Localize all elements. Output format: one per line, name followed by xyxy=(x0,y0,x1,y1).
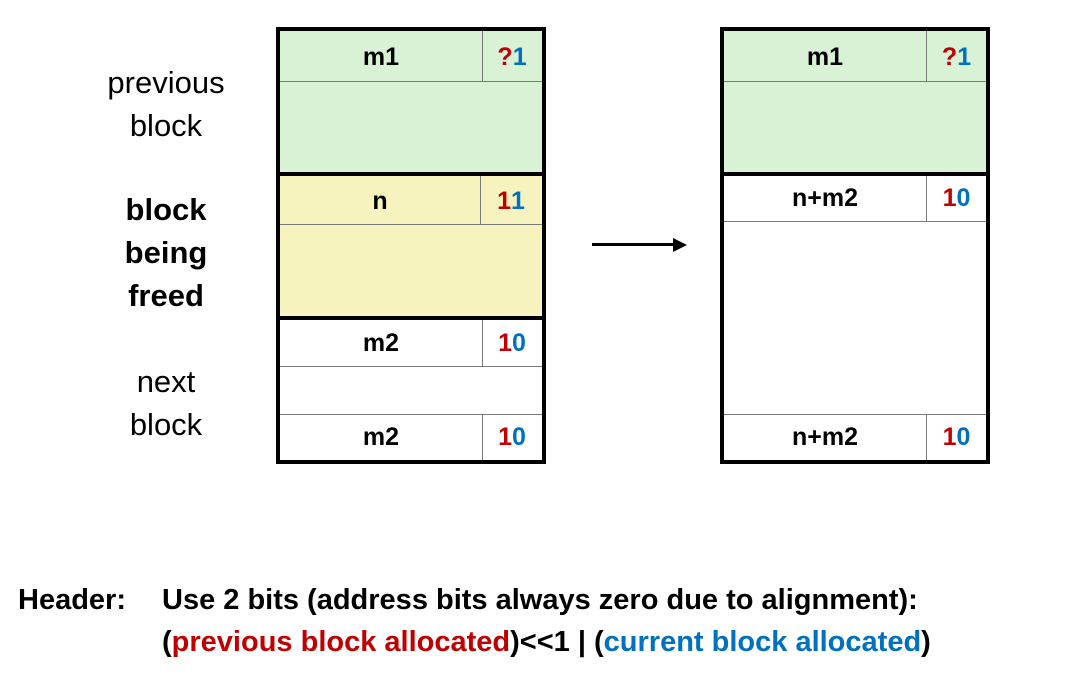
block-being-freed-label-line3: freed xyxy=(128,278,204,313)
prev-freed-separator xyxy=(276,172,546,176)
arrow-head-icon xyxy=(673,238,687,252)
next-header-line xyxy=(278,366,542,367)
curr-alloc-bit: 1 xyxy=(511,186,525,215)
block-being-freed-label-line2: being xyxy=(124,235,208,270)
block-being-freed-label: block being freed xyxy=(66,188,266,317)
next-block-header-size: m2 xyxy=(362,328,400,357)
curr-alloc-bit: 0 xyxy=(956,184,971,212)
curr-alloc-bit: 0 xyxy=(512,328,526,357)
paren-open: ( xyxy=(162,626,172,658)
previous-block-before xyxy=(278,30,542,172)
current-block-allocated-text: current block allocated xyxy=(603,626,922,658)
heap-before-border xyxy=(276,27,546,464)
shift-or-operator: )<<1 | ( xyxy=(510,626,604,658)
next-block-label: next block xyxy=(66,360,266,446)
block-being-freed-label-line1: block xyxy=(125,192,207,227)
merged-header-line xyxy=(724,221,986,222)
merged-footer-divider xyxy=(926,414,927,460)
prev-block-header-bits: ?1 xyxy=(483,33,541,81)
freed-block-header-size: n xyxy=(372,186,388,215)
arrow-shaft xyxy=(592,243,674,246)
prev-header-line xyxy=(278,81,542,82)
previous-block-label-line1: previous xyxy=(107,65,225,100)
previous-block-allocated-text: previous block allocated xyxy=(171,626,511,658)
prev-header-divider-after xyxy=(926,30,927,81)
prev-alloc-bit: ? xyxy=(941,42,958,71)
merged-block-footer-size: n+m2 xyxy=(791,423,858,451)
header-explanation-line1: Use 2 bits (address bits always zero due… xyxy=(162,584,918,616)
prev-alloc-bit: 1 xyxy=(942,423,957,451)
freed-block xyxy=(278,176,542,316)
prev-alloc-bit: ? xyxy=(497,42,513,71)
previous-block-label-line2: block xyxy=(129,108,203,143)
prev-block-header-size: m1 xyxy=(362,42,400,71)
prev-alloc-bit: 1 xyxy=(942,184,957,212)
next-footer-divider xyxy=(482,414,483,460)
prev-alloc-bit: 1 xyxy=(498,328,512,357)
merged-footer-line xyxy=(724,414,986,415)
curr-alloc-bit: 1 xyxy=(512,42,527,71)
next-block-before xyxy=(278,320,542,460)
previous-block-after xyxy=(724,30,986,172)
header-explanation-label: Header: xyxy=(18,584,126,616)
freed-header-divider xyxy=(480,176,481,224)
prev-header-line-after xyxy=(724,81,986,82)
prev-block-header-size-after: m1 xyxy=(806,42,844,71)
previous-block-label: previous block xyxy=(66,61,266,147)
curr-alloc-bit: 0 xyxy=(512,423,526,451)
freed-next-separator xyxy=(276,316,546,320)
next-block-label-line1: next xyxy=(136,364,196,399)
heap-after-border xyxy=(720,27,990,464)
freed-header-line xyxy=(278,224,542,225)
merged-header-divider xyxy=(926,176,927,221)
prev-merged-separator xyxy=(720,172,990,176)
prev-alloc-bit: 1 xyxy=(498,423,512,451)
curr-alloc-bit: 1 xyxy=(957,42,972,71)
next-block-label-line2: block xyxy=(129,407,203,442)
header-explanation-line2: (previous block allocated)<<1 | (current… xyxy=(162,622,931,663)
prev-header-divider xyxy=(482,30,483,81)
next-block-footer-size: m2 xyxy=(362,423,400,451)
prev-alloc-bit: 1 xyxy=(497,186,511,215)
merged-free-block xyxy=(724,176,986,460)
paren-close: ) xyxy=(921,626,931,658)
next-header-divider xyxy=(482,320,483,366)
prev-block-header-bits-after: ?1 xyxy=(927,33,986,81)
curr-alloc-bit: 0 xyxy=(956,423,971,451)
next-footer-line xyxy=(278,414,542,415)
merged-block-header-size: n+m2 xyxy=(791,184,858,212)
